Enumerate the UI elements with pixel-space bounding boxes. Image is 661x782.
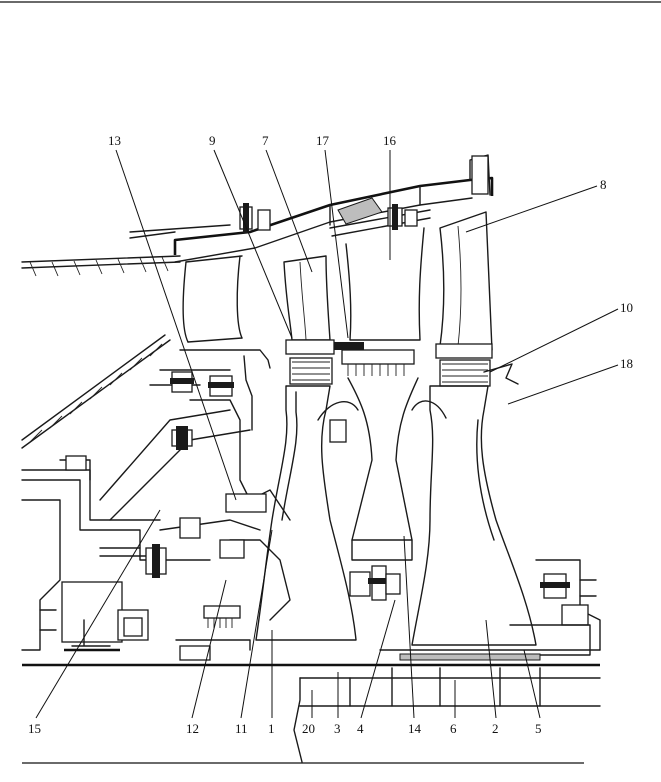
support-cone xyxy=(99,349,291,621)
callout-14: 14 xyxy=(408,721,422,736)
turbine-disk-1 xyxy=(255,385,357,641)
blade-roots xyxy=(285,339,519,387)
callout-4: 4 xyxy=(357,721,364,736)
callout-7: 7 xyxy=(262,133,269,148)
leader-7 xyxy=(265,149,313,273)
exhaust-strut-left xyxy=(21,255,181,449)
turbine-disk-14 xyxy=(347,377,419,561)
callout-16: 16 xyxy=(383,133,397,148)
callout-6: 6 xyxy=(450,721,457,736)
callout-2: 2 xyxy=(492,721,499,736)
leader-10 xyxy=(489,308,619,373)
labyrinth-seal xyxy=(175,605,251,661)
leader-11 xyxy=(240,529,273,719)
callout-3: 3 xyxy=(334,721,341,736)
outer-casing xyxy=(129,154,494,263)
leader-2 xyxy=(485,619,497,719)
leader-18 xyxy=(507,364,619,405)
callout-5: 5 xyxy=(535,721,542,736)
rear-bearing-housing xyxy=(509,559,601,656)
leader-17 xyxy=(324,149,349,339)
leader-14 xyxy=(403,535,415,719)
leader-9 xyxy=(213,149,293,339)
callout-8: 8 xyxy=(600,177,607,192)
main-shaft xyxy=(22,649,601,763)
callout-11: 11 xyxy=(235,721,248,736)
callout-17: 17 xyxy=(316,133,330,148)
callout-9: 9 xyxy=(209,133,216,148)
turbine-disk-2 xyxy=(411,385,537,646)
tie-bolts xyxy=(349,565,401,601)
casing-bolts xyxy=(239,203,418,233)
callout-13: 13 xyxy=(108,133,121,148)
callout-12: 12 xyxy=(186,721,199,736)
callout-10: 10 xyxy=(620,300,633,315)
callout-20: 20 xyxy=(302,721,315,736)
leader-15 xyxy=(35,509,161,719)
leader-5 xyxy=(523,649,541,719)
leader-12 xyxy=(191,579,227,719)
inter-disk-spacer xyxy=(317,400,447,443)
callout-15: 15 xyxy=(28,721,41,736)
callout-1: 1 xyxy=(268,721,275,736)
callout-18: 18 xyxy=(620,356,633,371)
leader-13 xyxy=(115,149,237,501)
leader-lines xyxy=(35,149,619,719)
front-bearing-assembly xyxy=(21,455,211,652)
turbine-blades xyxy=(182,211,493,351)
leader-8 xyxy=(465,185,598,233)
callout-labels: 13 9 7 17 16 8 10 18 15 12 11 1 20 3 4 1… xyxy=(28,133,633,736)
leader-4 xyxy=(360,599,396,719)
